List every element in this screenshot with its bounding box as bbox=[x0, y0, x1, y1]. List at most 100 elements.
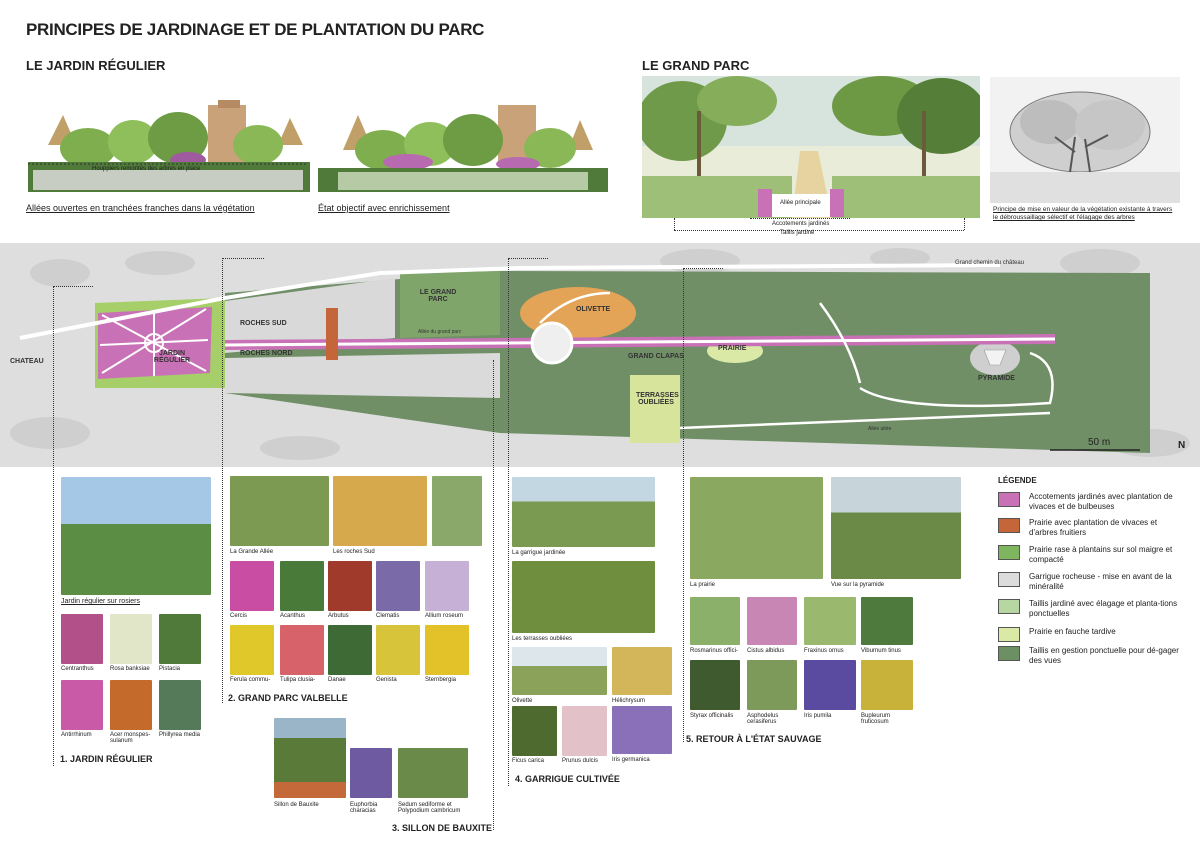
plant-thumb bbox=[398, 748, 468, 798]
plant-thumb bbox=[230, 625, 274, 675]
photo-thumb bbox=[432, 476, 482, 546]
plant-thumb bbox=[230, 561, 274, 611]
photo-label: La garrigue jardinée bbox=[512, 550, 566, 556]
plant-thumb bbox=[376, 625, 420, 675]
map-label-terrasses: TERRASSES OUBLIÉES bbox=[636, 392, 679, 406]
plant-label: Styrax officinalis bbox=[690, 713, 734, 719]
site-plan-map bbox=[0, 243, 1200, 467]
plant-thumb bbox=[110, 680, 152, 730]
label-accotements: Accotements jardinés bbox=[772, 221, 830, 227]
legend-text: Accotements jardinés avec plantation de … bbox=[1029, 492, 1173, 511]
page-title: PRINCIPES DE JARDINAGE ET DE PLANTATION … bbox=[26, 20, 485, 39]
legend-swatch bbox=[998, 627, 1020, 642]
section-label-3: 3. SILLON DE BAUXITE bbox=[392, 823, 493, 833]
caption-vegetation: Principe de mise en valeur de la végétat… bbox=[993, 206, 1173, 221]
plant-thumb bbox=[61, 614, 103, 664]
north-arrow-icon: N bbox=[1178, 440, 1186, 451]
plant-label: Viburnum tinus bbox=[861, 648, 901, 654]
plant-label: Pistacia bbox=[159, 666, 181, 672]
photo-roches-sud bbox=[333, 476, 427, 546]
photo-label: La Grande Allée bbox=[230, 549, 274, 555]
map-label-roches-nord: ROCHES NORD bbox=[240, 350, 293, 357]
photo-olivette bbox=[512, 647, 607, 695]
plant-label: Clematis bbox=[376, 613, 400, 619]
plant-thumb bbox=[425, 625, 469, 675]
photo-terrasses-oubliees bbox=[512, 561, 655, 633]
plant-thumb bbox=[376, 561, 420, 611]
plant-thumb bbox=[747, 660, 797, 710]
plant-thumb bbox=[804, 660, 856, 710]
plant-thumb bbox=[350, 748, 392, 798]
map-label-grand-parc: LE GRAND PARC bbox=[419, 289, 457, 303]
plant-label: Danae bbox=[328, 677, 346, 683]
map-label-chateau: CHATEAU bbox=[10, 358, 44, 365]
sketch-note: Houppiers remontés des arbres en place bbox=[92, 166, 201, 172]
plant-label: Arbutus bbox=[328, 613, 349, 619]
legend-title: LÉGENDE bbox=[998, 476, 1037, 485]
plant-thumb bbox=[159, 614, 201, 664]
legend-swatch bbox=[998, 545, 1020, 560]
plant-label: Bupleurum fruticosum bbox=[861, 713, 891, 725]
plant-thumb bbox=[690, 597, 740, 645]
plant-label: Antirrhinum bbox=[61, 732, 92, 738]
plant-label: Rosmarinus offici- bbox=[690, 648, 738, 654]
plant-label: Euphorbia characias bbox=[350, 802, 378, 814]
plant-thumb bbox=[612, 706, 672, 754]
plant-thumb bbox=[280, 561, 324, 611]
caption-allees-ouvertes: Allées ouvertes en tranchées franches da… bbox=[26, 203, 255, 213]
plant-label: Cistus albidus bbox=[747, 648, 785, 654]
legend-text: Prairie en fauche tardive bbox=[1029, 627, 1116, 636]
map-label-roches-sud: ROCHES SUD bbox=[240, 320, 287, 327]
vegetation-sketch bbox=[990, 77, 1180, 203]
legend-text: Taillis jardiné avec élagage et planta-t… bbox=[1029, 599, 1178, 618]
plant-label: Sedum sediforme et Polypodium cambricum bbox=[398, 802, 461, 814]
plant-thumb bbox=[425, 561, 469, 611]
photo-label: Vue sur la pyramide bbox=[831, 582, 885, 588]
legend-swatch bbox=[998, 646, 1020, 661]
plant-label: Tulipa clusia- bbox=[280, 677, 316, 683]
plant-label: Sternbergia bbox=[425, 677, 457, 683]
section-label-1: 1. JARDIN RÉGULIER bbox=[60, 754, 153, 764]
photo-garrigue-jardinee bbox=[512, 477, 655, 547]
plant-label: Allium roseum bbox=[425, 613, 464, 619]
plant-thumb bbox=[110, 614, 152, 664]
photo-vue-pyramide bbox=[831, 477, 961, 579]
map-scale-label: 50 m bbox=[1088, 437, 1111, 448]
map-label-prairie: PRAIRIE bbox=[718, 345, 747, 352]
plant-label: Ficus carica bbox=[512, 758, 545, 764]
legend-text: Garrigue rocheuse - mise en avant de la … bbox=[1029, 572, 1172, 591]
plant-thumb bbox=[861, 597, 913, 645]
photo-label: La prairie bbox=[690, 582, 716, 588]
legend-text: Taillis en gestion ponctuelle pour dé-ga… bbox=[1029, 646, 1179, 665]
map-label-chemin: Grand chemin du château bbox=[955, 260, 1025, 266]
legend-text: Prairie avec plantation de vivaces et d'… bbox=[1029, 518, 1158, 537]
plant-thumb bbox=[159, 680, 201, 730]
legend-swatch bbox=[998, 572, 1020, 587]
plant-label: Ferula commu- bbox=[230, 677, 271, 683]
s1-main-caption: Jardin régulier sur rosiers bbox=[61, 598, 140, 605]
plant-label: Fraxinus ornus bbox=[804, 648, 844, 654]
plant-thumb bbox=[562, 706, 607, 756]
label-allee-principale: Allée principale bbox=[780, 200, 821, 206]
plant-label: Iris germanica bbox=[612, 757, 650, 763]
plant-thumb bbox=[804, 597, 856, 645]
map-label-olivette: OLIVETTE bbox=[576, 306, 611, 313]
plant-thumb bbox=[690, 660, 740, 710]
jardin-regulier-heading: LE JARDIN RÉGULIER bbox=[26, 58, 166, 73]
section-label-5: 5. RETOUR À L'ÉTAT SAUVAGE bbox=[686, 734, 822, 744]
plant-label: Centranthus bbox=[61, 666, 94, 672]
plant-label: Cercis bbox=[230, 613, 248, 619]
plant-thumb bbox=[328, 561, 372, 611]
plant-thumb bbox=[328, 625, 372, 675]
grand-parc-perspective bbox=[642, 76, 980, 218]
plant-label: Asphodelus cerasiferus bbox=[747, 713, 779, 725]
plant-thumb bbox=[512, 706, 557, 756]
legend-text: Prairie rase à plantains sur sol maigre … bbox=[1029, 545, 1173, 564]
legend-swatch bbox=[998, 518, 1020, 533]
jardin-section-sketch-1 bbox=[28, 100, 310, 196]
legend-swatch bbox=[998, 492, 1020, 507]
legend-swatch bbox=[998, 599, 1020, 614]
plant-label: Olivette bbox=[512, 698, 533, 704]
caption-etat-objectif: État objectif avec enrichissement bbox=[318, 203, 450, 213]
jardin-section-sketch-2 bbox=[318, 100, 608, 196]
